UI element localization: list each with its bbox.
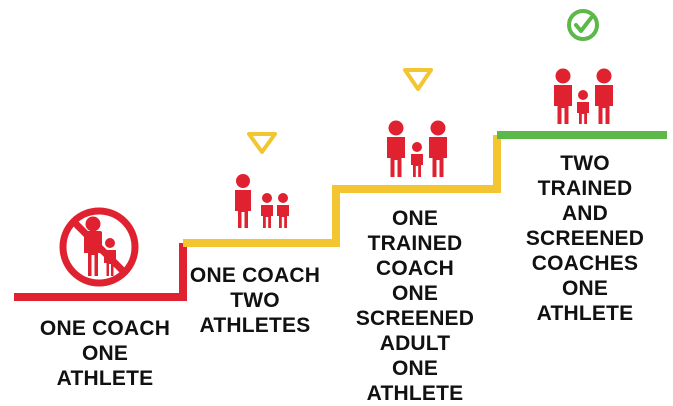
step-2-label: ONE COACH TWO ATHLETES <box>185 263 325 338</box>
label-line: ONE COACH <box>39 317 171 340</box>
step-3-label: ONE TRAINED COACH ONE SCREENED ADULT ONE… <box>340 206 490 406</box>
label-line: ATHLETE <box>366 382 464 405</box>
label-line: ONE COACH <box>189 264 321 287</box>
label-line: ONE <box>391 357 439 380</box>
label-line: SCREENED <box>355 307 475 330</box>
label-line: ONE <box>391 282 439 305</box>
label-line: COACHES <box>531 252 639 275</box>
label-line: SCREENED <box>525 227 645 250</box>
label-line: ATHLETE <box>536 302 634 325</box>
label-line: ONE <box>81 342 129 365</box>
label-line: AND <box>561 202 609 225</box>
one-adult-two-children-icon <box>235 174 289 228</box>
label-line: ONE <box>561 277 609 300</box>
label-line: TRAINED <box>367 232 463 255</box>
step-1-label: ONE COACH ONE ATHLETE <box>20 316 190 391</box>
warning-triangle-icon <box>403 68 433 91</box>
step-line-red <box>14 243 187 301</box>
label-line: ATHLETE <box>56 367 154 390</box>
step-line-yellow <box>183 135 501 247</box>
label-line: TRAINED <box>537 177 633 200</box>
two-adults-one-child-icon <box>387 120 447 177</box>
warning-triangle-icon <box>247 132 277 154</box>
label-line: TWO <box>560 152 610 175</box>
label-line: ADULT <box>379 332 451 355</box>
label-line: TWO <box>230 289 280 312</box>
label-line: ONE <box>391 207 439 230</box>
check-circle-icon <box>567 9 599 41</box>
step-4-label: TWO TRAINED AND SCREENED COACHES ONE ATH… <box>505 151 665 326</box>
two-adults-one-child-icon <box>554 68 613 124</box>
no-entry-icon <box>59 207 139 287</box>
label-line: COACH <box>376 257 454 280</box>
label-line: ATHLETES <box>199 314 311 337</box>
